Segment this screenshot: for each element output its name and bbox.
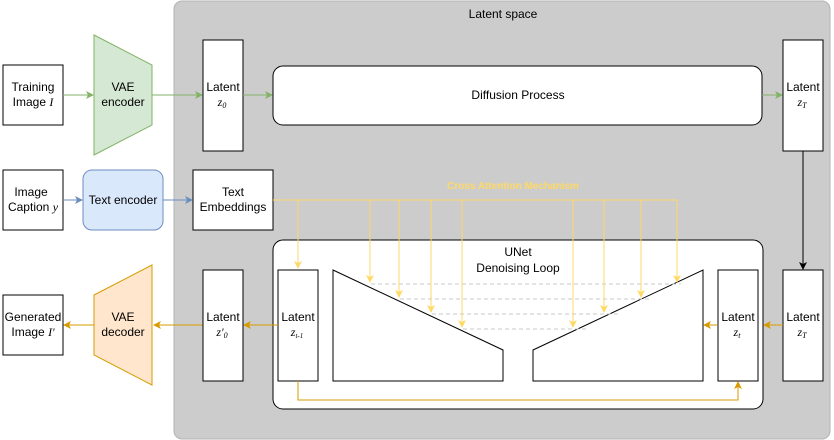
- loop-back-arrow: [297, 381, 742, 401]
- text-embeddings-label-2: Embeddings: [200, 200, 267, 214]
- latent-zT-bottom-symbol: zT: [796, 325, 807, 340]
- latent-z0-symbol: z0: [217, 95, 227, 110]
- vae-decoder-label: VAE: [111, 310, 134, 324]
- image-caption-label-2: Caption y: [8, 200, 59, 214]
- training-image-label: Training: [12, 80, 55, 94]
- unet-label: UNet: [504, 245, 532, 259]
- text-encoder-label: Text encoder: [89, 193, 158, 207]
- latent-zt1-symbol: zt-1: [290, 325, 303, 340]
- generated-image-label: Generated: [5, 310, 62, 324]
- training-image-label-2: Image I: [13, 95, 55, 109]
- unet-encoder-shape: [332, 269, 504, 382]
- latent-z0-label: Latent: [206, 80, 240, 94]
- latent-zt1-label: Latent: [281, 310, 315, 324]
- unet-decoder-shape: [532, 269, 704, 382]
- cross-attention-label: Cross Attention Mechanism: [447, 181, 579, 192]
- vae-decoder-shape: [93, 264, 153, 386]
- latent-z0p-box: [202, 269, 244, 382]
- latent-zt-box: [717, 269, 759, 382]
- latent-zt1-box: [277, 269, 319, 382]
- latent-zt-label: Latent: [721, 310, 755, 324]
- latent-zT-top-box: [782, 39, 824, 152]
- vae-encoder-shape: [93, 34, 153, 156]
- latent-zT-top-symbol: zT: [796, 95, 807, 110]
- training-image-box: [2, 64, 64, 126]
- skip-connections: [371, 283, 681, 330]
- latent-z0p-label: Latent: [206, 310, 240, 324]
- latent-zT-top-label: Latent: [786, 80, 820, 94]
- generated-image-label-2: Image I': [11, 325, 55, 339]
- image-caption-label: Image: [14, 185, 48, 199]
- latent-space-label: Latent space: [469, 7, 538, 21]
- unet-label-2: Denoising Loop: [476, 261, 560, 275]
- vae-decoder-label-2: decoder: [101, 325, 144, 339]
- latent-z0-box: [202, 39, 244, 152]
- latent-zT-bottom-label: Latent: [786, 310, 820, 324]
- latent-zT-bottom-box: [782, 269, 824, 382]
- text-embeddings-box: [192, 169, 274, 231]
- diffusion-process-label: Diffusion Process: [471, 88, 564, 102]
- vae-encoder-label-2: encoder: [101, 95, 144, 109]
- latent-zt-symbol: zt: [733, 325, 742, 340]
- text-embeddings-label: Text: [222, 185, 245, 199]
- latent-z0p-symbol: z'0: [215, 325, 227, 340]
- generated-image-box: [2, 294, 64, 356]
- vae-encoder-label: VAE: [111, 80, 134, 94]
